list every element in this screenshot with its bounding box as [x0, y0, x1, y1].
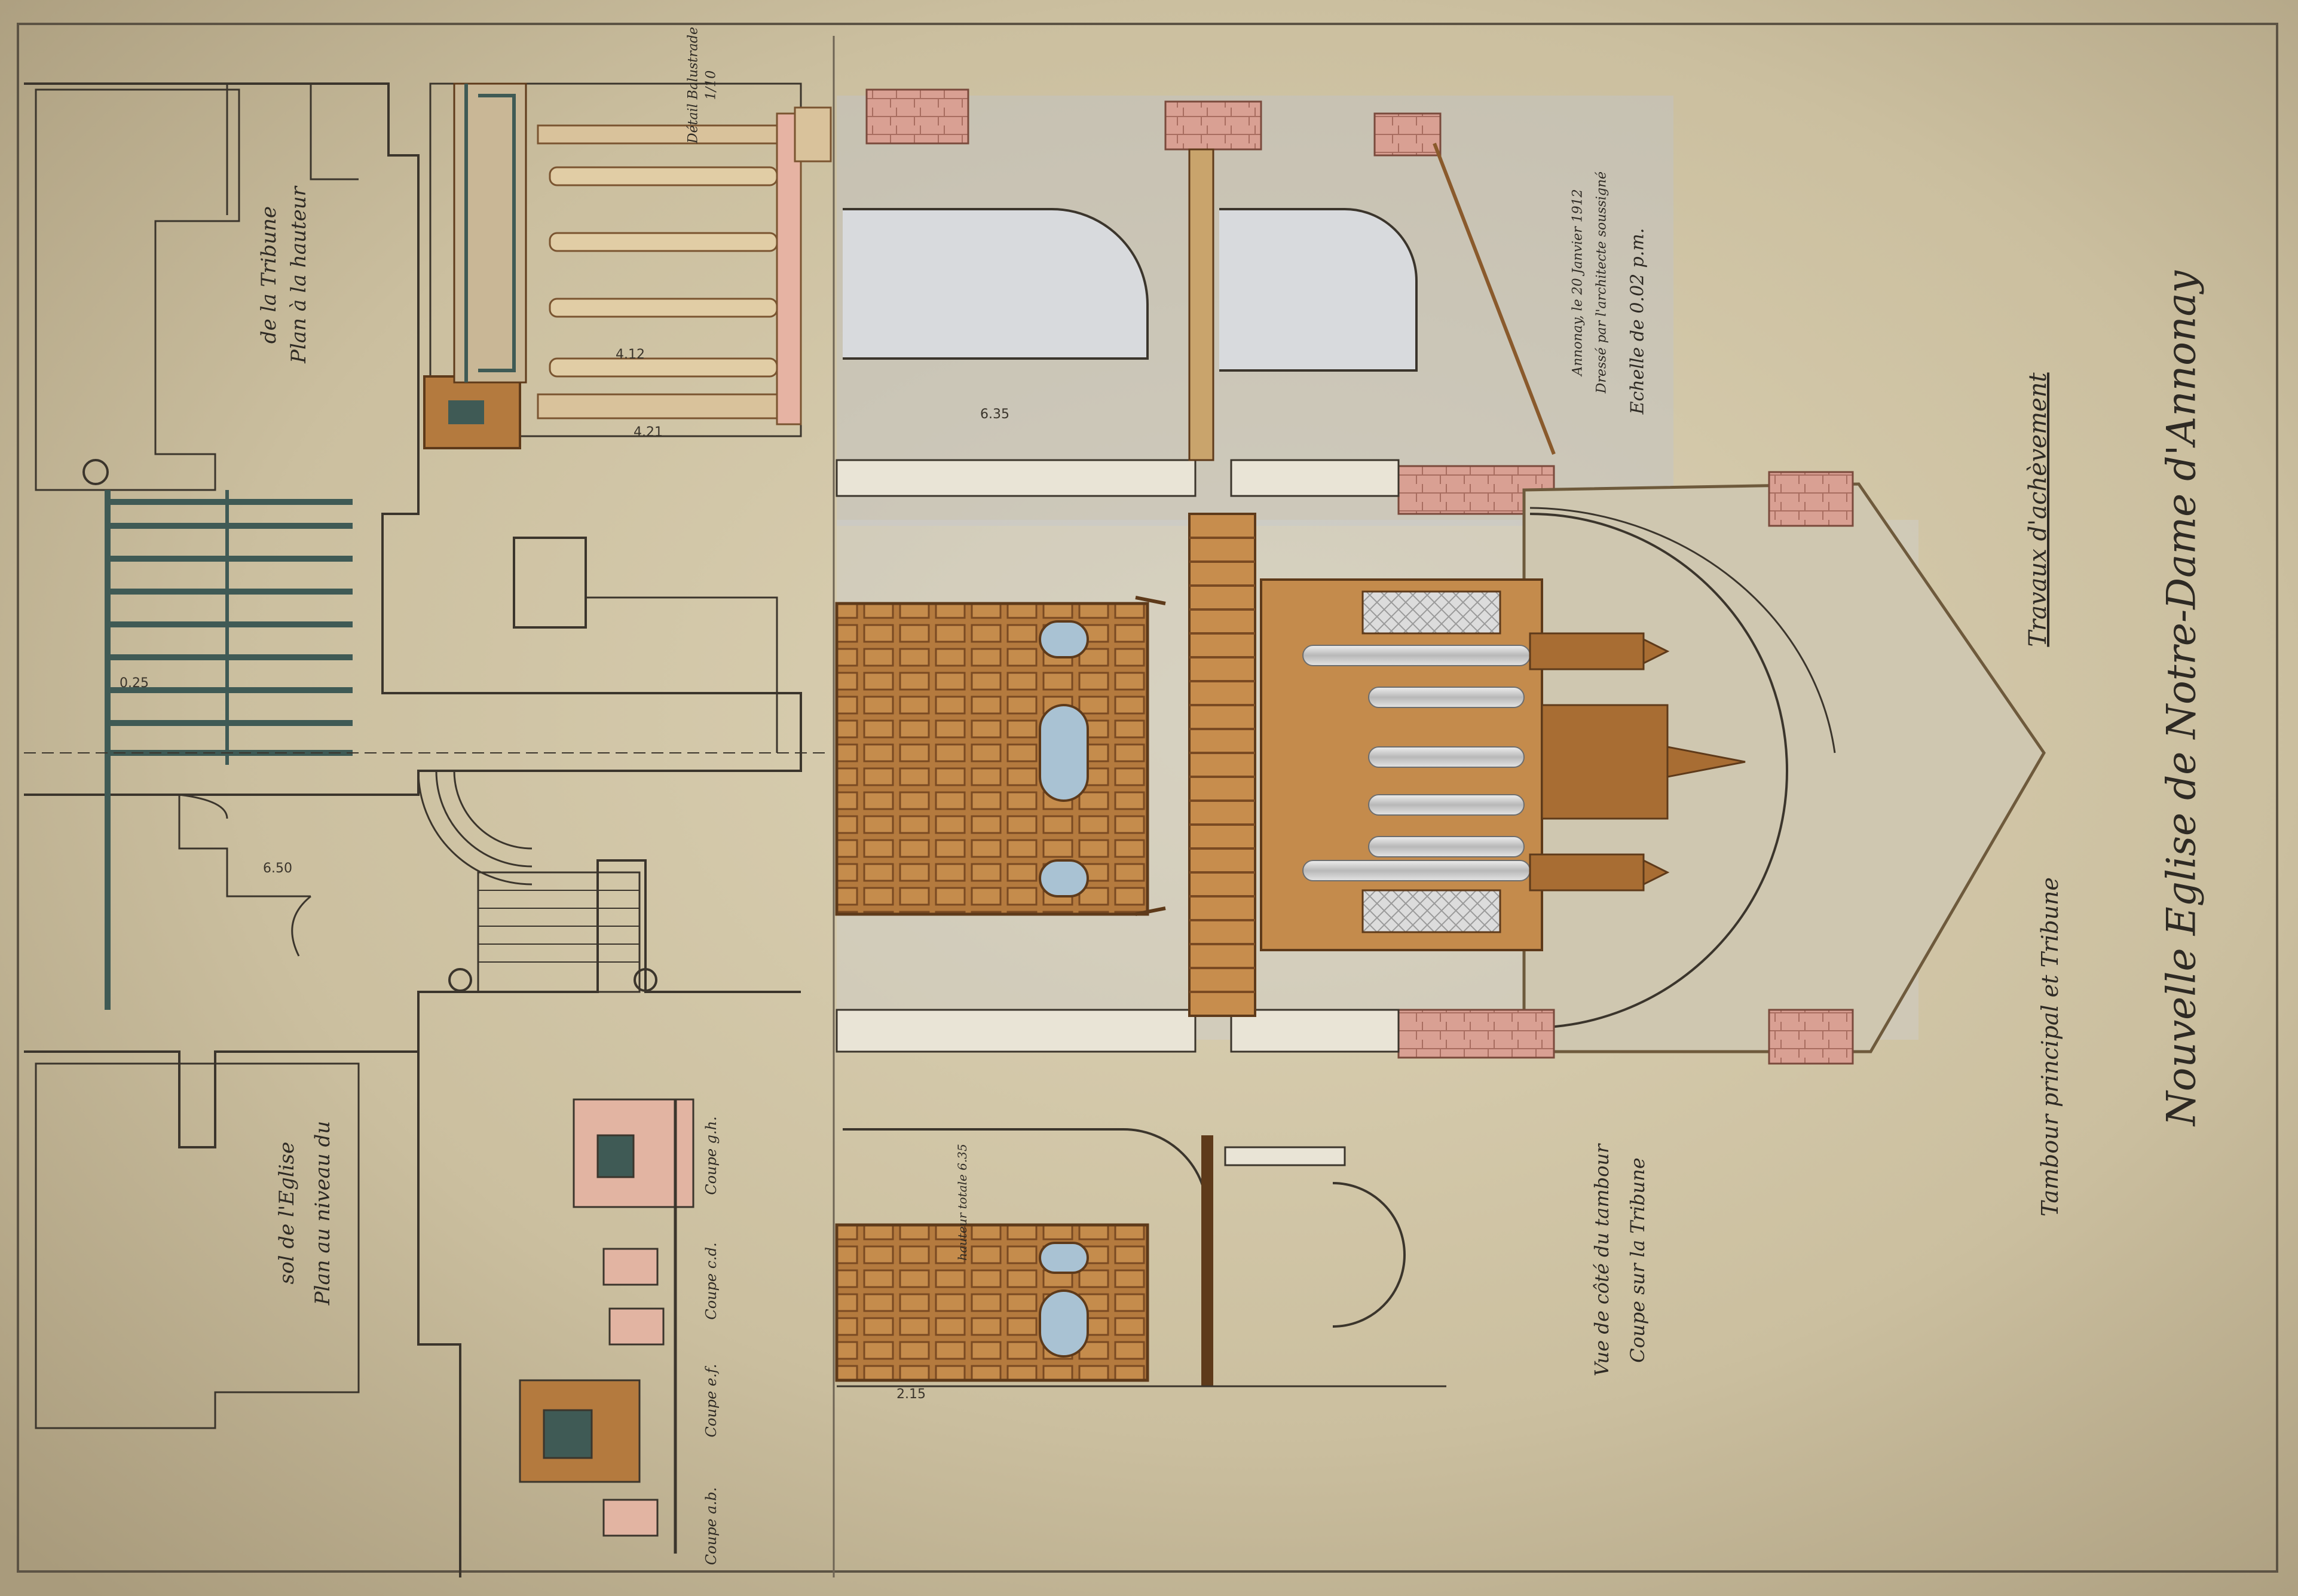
tambour-screen [835, 596, 1166, 916]
dimension-text: 4.12 [616, 347, 645, 362]
detail-balustrade [423, 82, 832, 449]
sheet-title: Nouvelle Eglise de Notre-Dame d'Annonay [2158, 270, 2205, 1126]
organ-case [1260, 578, 1746, 951]
certification-line-1: Dressé par l'architecte soussigné [1594, 171, 1609, 394]
plan-sol-label-2: sol de l'Eglise [275, 1141, 299, 1285]
coupe-cd-label: Coupe c.d. [703, 1242, 720, 1320]
plan-sol [24, 770, 801, 1577]
plan-sol-label-1: Plan au niveau du [311, 1120, 335, 1306]
coupe-sections [519, 1098, 694, 1554]
coupe-tribune-label-1: Coupe sur la Tribune [1626, 1157, 1649, 1363]
dimension-text: 4.21 [634, 425, 663, 440]
upper-elevation [836, 88, 1673, 526]
tribune-beam-grid [105, 490, 353, 1010]
coupe-tribune-label-2: Vue de côté du tambour [1590, 1144, 1613, 1377]
column-base-circle [82, 459, 109, 485]
plan-tribune-label-2: de la Tribune [257, 206, 281, 344]
sheet-subtitle-tambour: Tambour principal et Tribune [2037, 877, 2063, 1217]
lower-elevation [835, 1128, 1446, 1387]
hauteur-totale-label: hauteur totale 6.35 [955, 1144, 969, 1261]
coupe-gh-label: Coupe g.h. [703, 1116, 720, 1195]
plan-tribune-label-1: Plan à la hauteur [287, 186, 311, 363]
door-swing [178, 794, 311, 957]
scale-label: Echelle de 0.02 p.m. [1627, 228, 1648, 415]
detail-scale-label: 1/10 [703, 70, 719, 100]
dimension-labels: 6.35 4.12 4.21 2.15 0.25 6.50 [120, 347, 1009, 1402]
detail-balustrade-label: Détail Balustrade [686, 26, 701, 144]
sheet-border [17, 23, 2278, 1573]
coupe-ab-label: Coupe a.b. [703, 1487, 720, 1566]
tribune-balustrade [1188, 513, 1256, 1017]
coupe-ef-label: Coupe e.f. [703, 1364, 720, 1438]
dimension-text: 2.15 [896, 1387, 926, 1402]
dimension-text: 6.50 [263, 861, 292, 876]
sheet-subtitle-works: Travaux d'achèvement [2024, 372, 2052, 647]
certification-line-2: Annonay, le 20 Janvier 1912 [1570, 189, 1586, 376]
dimension-text: 6.35 [980, 407, 1009, 422]
dimension-text: 0.25 [120, 676, 149, 691]
